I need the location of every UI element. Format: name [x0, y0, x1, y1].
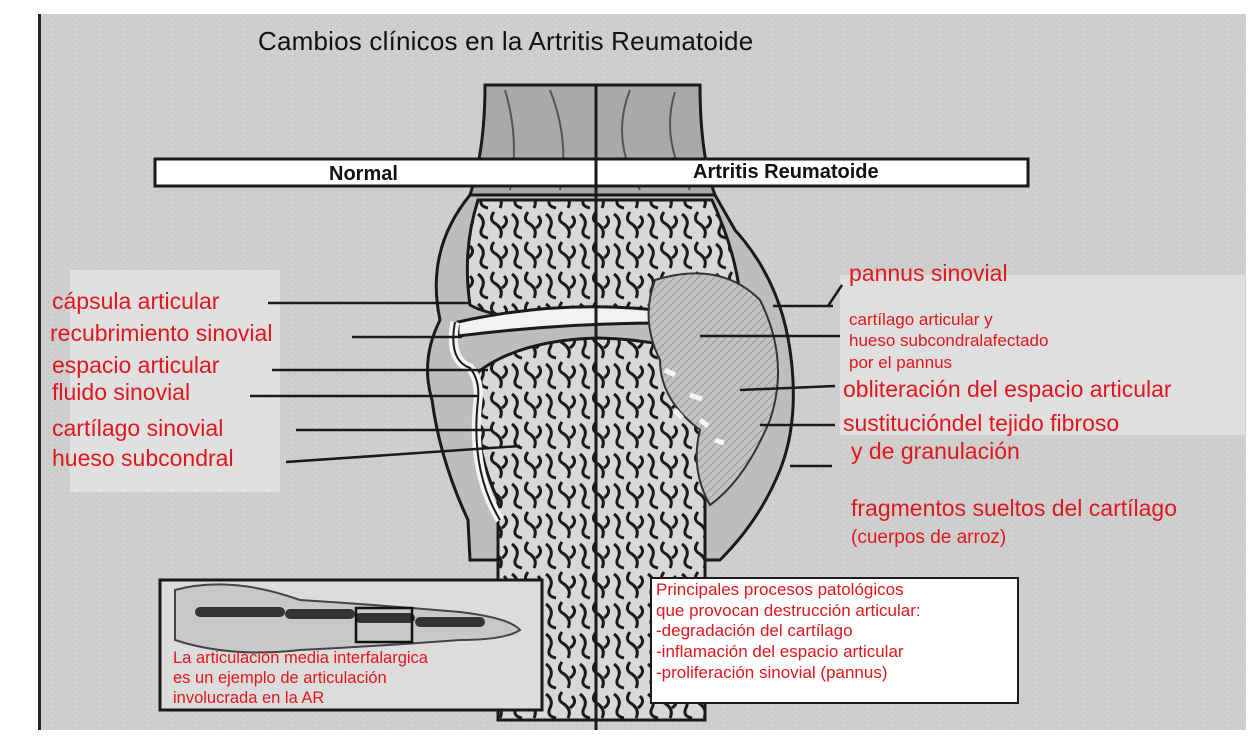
- label-substitution-1: sustitucióndel tejido fibroso: [843, 412, 1119, 435]
- label-obliteration: obliteración del espacio articular: [843, 378, 1172, 401]
- label-fragments: fragmentos sueltos del cartílago: [851, 497, 1177, 520]
- header-normal: Normal: [329, 163, 398, 186]
- label-substitution-2: y de granulación: [851, 440, 1020, 463]
- label-rice-bodies: (cuerpos de arroz): [851, 526, 1006, 550]
- label-synovial-fluid: fluido sinovial: [52, 381, 190, 404]
- label-synovial-lining: recubrimiento sinovial: [50, 322, 272, 345]
- label-joint-space: espacio articular: [52, 354, 219, 377]
- processes-text: Principales procesos patológicos que pro…: [656, 580, 921, 684]
- figure-title: Cambios clínicos en la Artritis Reumatoi…: [258, 26, 753, 57]
- label-joint-capsule: cápsula articular: [52, 290, 219, 313]
- label-affected-cartilage: cartílago articular y hueso subcondralaf…: [849, 309, 1048, 373]
- label-synovial-cartilage: cartílago sinovial: [52, 417, 223, 440]
- header-ar: Artritis Reumatoide: [693, 161, 879, 184]
- label-subchondral-bone: hueso subcondral: [52, 447, 234, 470]
- label-synovial-pannus: pannus sinovial: [849, 262, 1008, 285]
- header-bar: [155, 159, 1028, 186]
- inset-caption: La articulación media interfalargica es …: [173, 648, 428, 708]
